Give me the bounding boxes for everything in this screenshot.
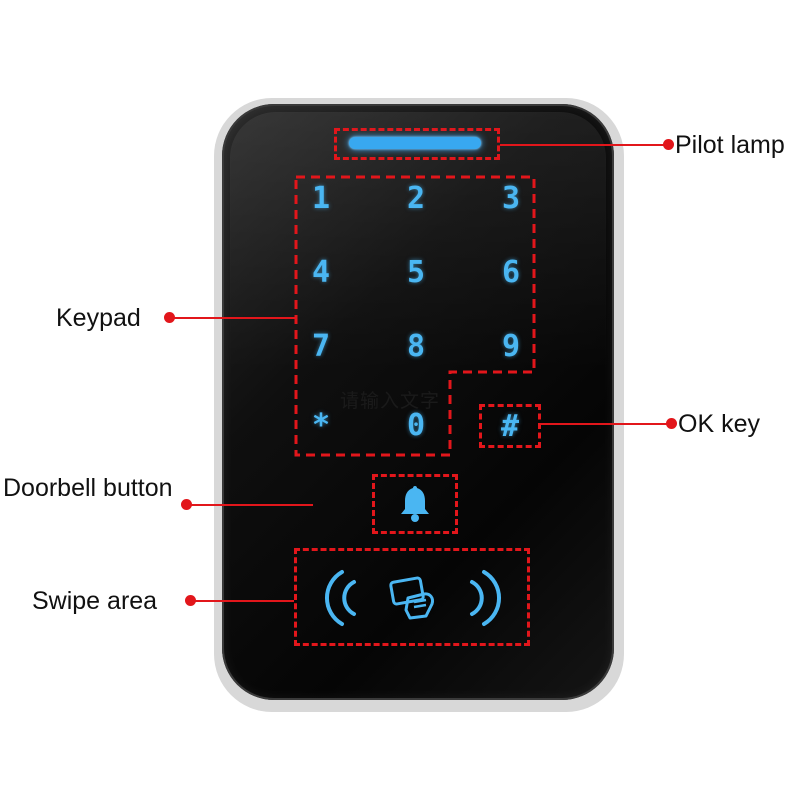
doorbell-button-label: Doorbell button	[3, 474, 173, 502]
keypad-label: Keypad	[56, 304, 141, 332]
pilot-lamp-label: Pilot lamp	[675, 131, 785, 159]
bell-icon[interactable]	[398, 484, 432, 529]
key-2[interactable]: 2	[406, 180, 426, 216]
pilot-lamp-callout-line	[500, 144, 668, 146]
swipe-area-callout-dot	[185, 595, 196, 606]
ok-key-callout-line	[541, 423, 671, 425]
nfc-wave-left-icon	[322, 568, 358, 633]
card-swipe-icon[interactable]	[386, 576, 442, 627]
ok-key-label: OK key	[678, 410, 760, 438]
key-8[interactable]: 8	[406, 328, 426, 364]
doorbell-callout-line	[187, 504, 313, 506]
ok-key-callout-dot	[666, 418, 677, 429]
key-0[interactable]: 0	[406, 407, 426, 443]
device-gloss	[230, 112, 606, 372]
pilot-lamp-highlight	[334, 128, 500, 160]
keypad-highlight-path	[294, 175, 536, 457]
swipe-area-highlight	[294, 548, 530, 646]
keypad-callout-line	[170, 317, 296, 319]
doorbell-highlight	[372, 474, 458, 534]
swipe-area-label: Swipe area	[32, 587, 158, 615]
pilot-lamp-callout-dot	[663, 139, 674, 150]
nfc-wave-right-icon	[468, 568, 504, 633]
key-6[interactable]: 6	[501, 254, 521, 290]
swipe-area-callout-line	[191, 600, 294, 602]
key-4[interactable]: 4	[311, 254, 331, 290]
key-star[interactable]: *	[311, 407, 331, 443]
overlay-text: 请输入文字	[340, 390, 441, 412]
key-9[interactable]: 9	[501, 328, 521, 364]
key-5[interactable]: 5	[406, 254, 426, 290]
ok-key-highlight	[479, 404, 541, 448]
key-1[interactable]: 1	[311, 180, 331, 216]
keypad-callout-dot	[164, 312, 175, 323]
doorbell-callout-dot	[181, 499, 192, 510]
pilot-lamp	[349, 137, 481, 149]
key-3[interactable]: 3	[501, 180, 521, 216]
ok-key[interactable]: #	[500, 408, 520, 444]
key-7[interactable]: 7	[311, 328, 331, 364]
